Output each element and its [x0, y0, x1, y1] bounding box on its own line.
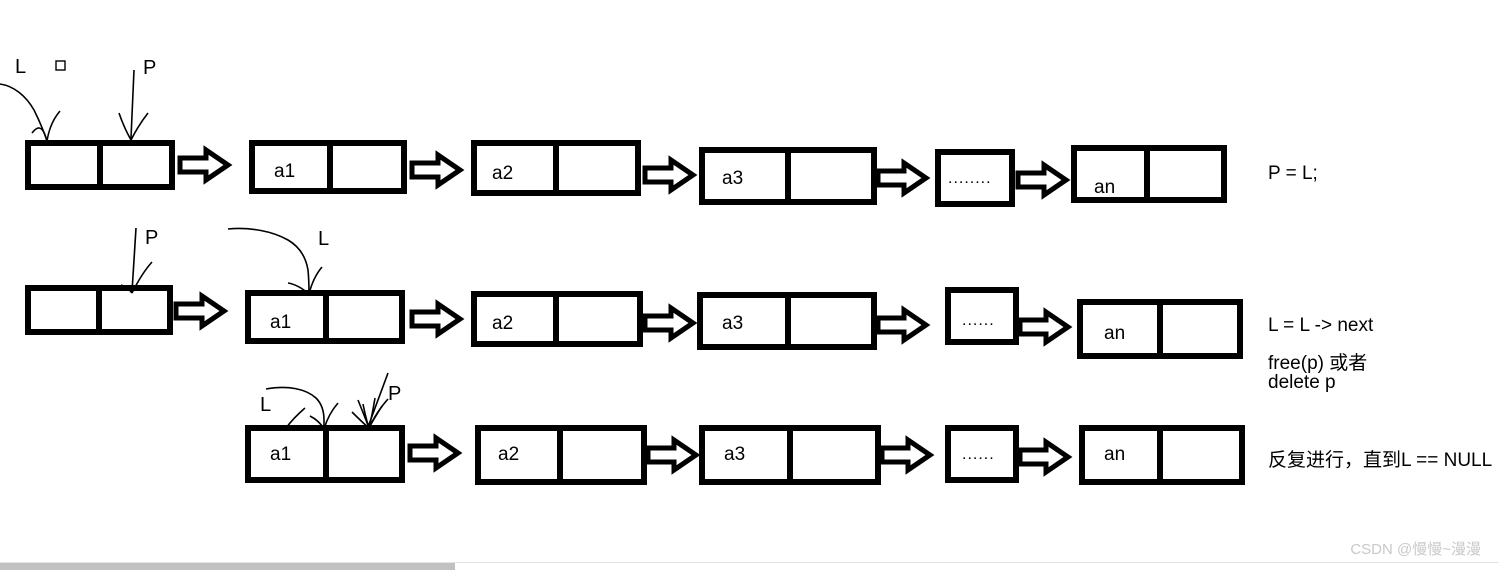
row3-node-a2 — [475, 425, 647, 485]
row1-pointer-label-P: P — [143, 57, 157, 79]
row3-node-an — [1079, 425, 1245, 485]
row3-pointer-label-P: P — [388, 383, 402, 405]
row3-node-label-a2: a2 — [498, 444, 520, 465]
row1-node-a3 — [699, 147, 877, 205]
row2-arrow-5 — [1020, 312, 1068, 342]
horizontal-scrollbar-thumb[interactable] — [0, 563, 455, 570]
row2-note-line-2: free(p) 或者 — [1268, 353, 1368, 374]
row2-node-label-a3: a3 — [722, 313, 744, 334]
row3-arrow-1 — [410, 438, 458, 468]
row2-note-line-3: delete p — [1268, 372, 1336, 393]
row3-arrow-3 — [882, 440, 930, 470]
row1-node-a2 — [471, 140, 641, 196]
row3-node-label-dots: ...... — [962, 446, 995, 463]
row2-node-label-a2: a2 — [492, 313, 514, 334]
csdn-watermark: CSDN @慢慢~漫漫 — [1350, 541, 1481, 558]
row1-node-an — [1071, 145, 1227, 203]
row3-note-line-1: 反复进行，直到L == NULL — [1268, 450, 1493, 471]
row2-node-label-an: an — [1104, 323, 1126, 344]
row1-node-head — [25, 140, 175, 190]
row1-node-label-a3: a3 — [722, 168, 744, 189]
row1-node-label-dots: ........ — [948, 170, 992, 187]
row2-arrow-2 — [412, 304, 460, 334]
row2-note-line-1: L = L -> next — [1268, 315, 1374, 336]
row2-pointer-P-stroke — [120, 227, 153, 294]
row2-arrow-3 — [645, 308, 693, 338]
row1-node-label-a2: a2 — [492, 163, 514, 184]
row1-arrow-4 — [878, 163, 926, 193]
row3-node-label-a1: a1 — [270, 444, 292, 465]
row2-pointer-label-P: P — [145, 227, 159, 249]
row2-arrow-4 — [878, 310, 926, 340]
row2-node-an — [1077, 299, 1243, 359]
row3-arrow-4 — [1020, 442, 1068, 472]
row2-node-a3 — [697, 292, 877, 350]
row1-node-label-a1: a1 — [274, 161, 296, 182]
row2-pointer-label-L: L — [318, 228, 330, 250]
row3-node-label-a3: a3 — [724, 444, 746, 465]
row1-node-ellipsis — [935, 149, 1015, 207]
row2-node-a2 — [471, 291, 643, 347]
row1-arrow-5 — [1018, 165, 1066, 195]
row2-pointer-L-stroke — [227, 227, 323, 295]
row1-node-label-an: an — [1094, 177, 1116, 198]
row2-node-a1 — [245, 290, 405, 344]
row2-arrow-1 — [176, 296, 224, 326]
row3-node-a3 — [699, 425, 881, 485]
row1-pointer-L-stroke — [0, 83, 61, 142]
horizontal-scrollbar-track[interactable] — [0, 562, 1499, 572]
row3-arrow-2 — [648, 440, 696, 470]
row1-node-a1 — [249, 140, 407, 194]
row2-node-label-a1: a1 — [270, 312, 292, 333]
row1-arrow-3 — [645, 160, 693, 190]
row3-pointer-label-L: L — [260, 394, 272, 416]
row1-pointer-label-L: L — [15, 56, 27, 78]
row1-note-line-1: P = L; — [1268, 163, 1318, 184]
row3-pointer-P-stroke — [351, 372, 389, 429]
row3-node-ellipsis — [945, 425, 1019, 483]
row1-arrow-2 — [412, 155, 460, 185]
row3-pointer-L-stroke — [265, 386, 339, 430]
square-marker-icon — [55, 60, 66, 71]
row2-node-head — [25, 285, 173, 335]
row1-pointer-P-stroke — [118, 69, 149, 141]
row1-arrow-1 — [180, 150, 228, 180]
row3-node-label-an: an — [1104, 444, 1126, 465]
row2-node-label-dots: ...... — [962, 312, 995, 329]
row2-node-ellipsis — [945, 287, 1019, 345]
